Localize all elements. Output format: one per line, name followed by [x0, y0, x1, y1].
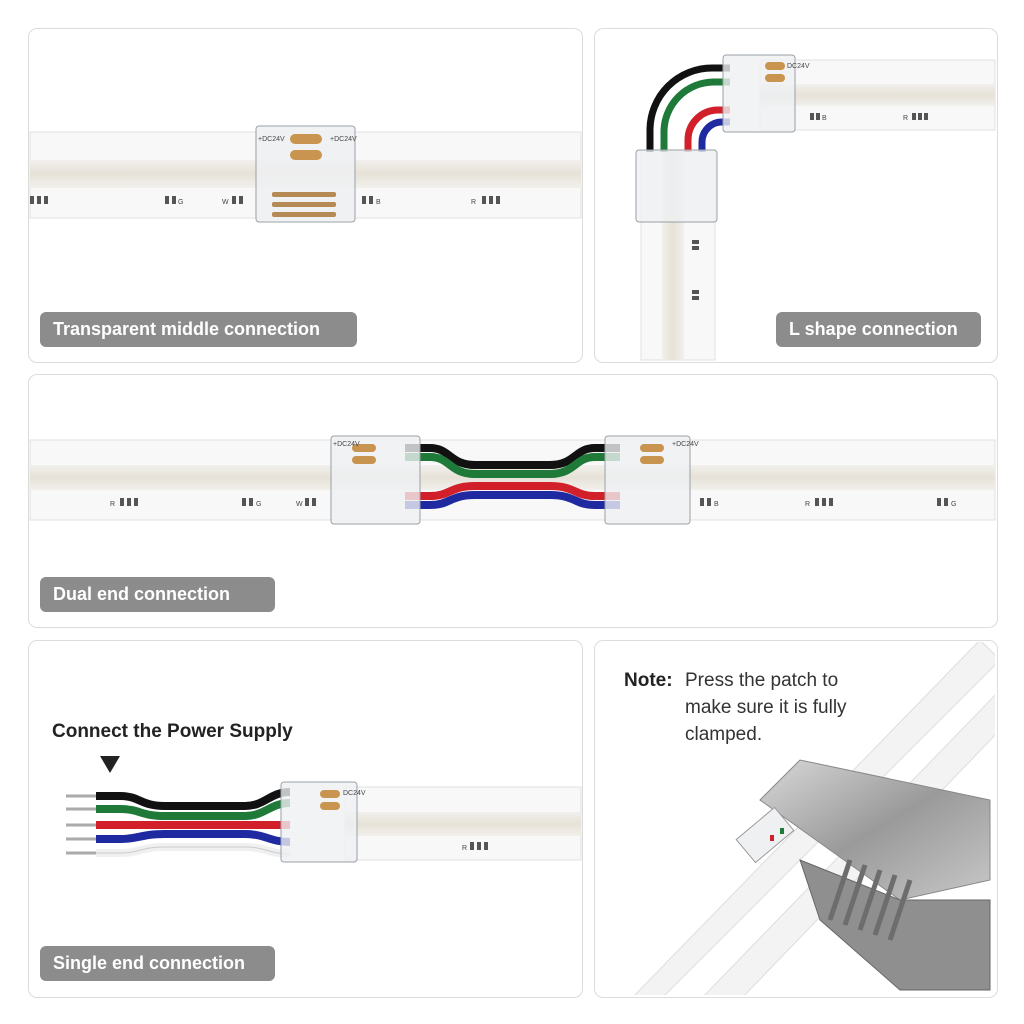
mark-w: W: [296, 501, 303, 508]
mark-r: R: [110, 501, 115, 508]
connector-l-shape: DC24V: [635, 54, 810, 223]
mark-r: R: [471, 199, 476, 206]
mark-w: W: [222, 199, 229, 206]
mark-g: G: [178, 199, 183, 206]
label-single-end-connection: Single end connection: [40, 946, 275, 981]
mark-dc24v: +DC24V: [330, 136, 357, 143]
note-line-1: Press the patch to: [685, 670, 839, 691]
mark-dc24v: DC24V: [787, 63, 810, 70]
connectors-dual: +DC24V +DC24V: [330, 435, 699, 525]
wires-l-shape: [646, 64, 730, 152]
mark-b: B: [376, 199, 381, 206]
mark-plus-dc24v: +DC24V: [333, 441, 360, 448]
mark-b: B: [714, 501, 719, 508]
note-title: Note:: [624, 670, 673, 691]
mark-g: G: [951, 501, 956, 508]
mark-plus-dc24v: +DC24V: [672, 441, 699, 448]
connector-single: DC24V: [280, 781, 366, 863]
led-strip-single: R: [344, 786, 582, 861]
mark-r: R: [462, 845, 467, 852]
wires-single: [66, 788, 291, 858]
label-dual-end-connection: Dual end connection: [40, 577, 275, 612]
label-middle-connection: Transparent middle connection: [40, 312, 357, 347]
mark-b: B: [822, 115, 827, 122]
mark-g: G: [256, 501, 261, 508]
note-line-3: clamped.: [685, 724, 763, 745]
wires-dual: [405, 444, 620, 509]
mark-plus-dc24v: +DC24V: [258, 136, 285, 143]
connector-middle: +DC24V +DC24V: [255, 125, 357, 223]
down-arrow-icon: [100, 756, 120, 773]
note-line-2: make sure it is fully: [685, 697, 847, 718]
mark-dc24v: DC24V: [343, 790, 366, 797]
mark-r: R: [903, 115, 908, 122]
press-illustration: [628, 642, 995, 995]
label-l-shape-connection: L shape connection: [776, 312, 981, 347]
mark-r: R: [805, 501, 810, 508]
led-strip-dual: R G W B R G: [29, 439, 996, 521]
power-supply-heading: Connect the Power Supply: [52, 721, 293, 742]
